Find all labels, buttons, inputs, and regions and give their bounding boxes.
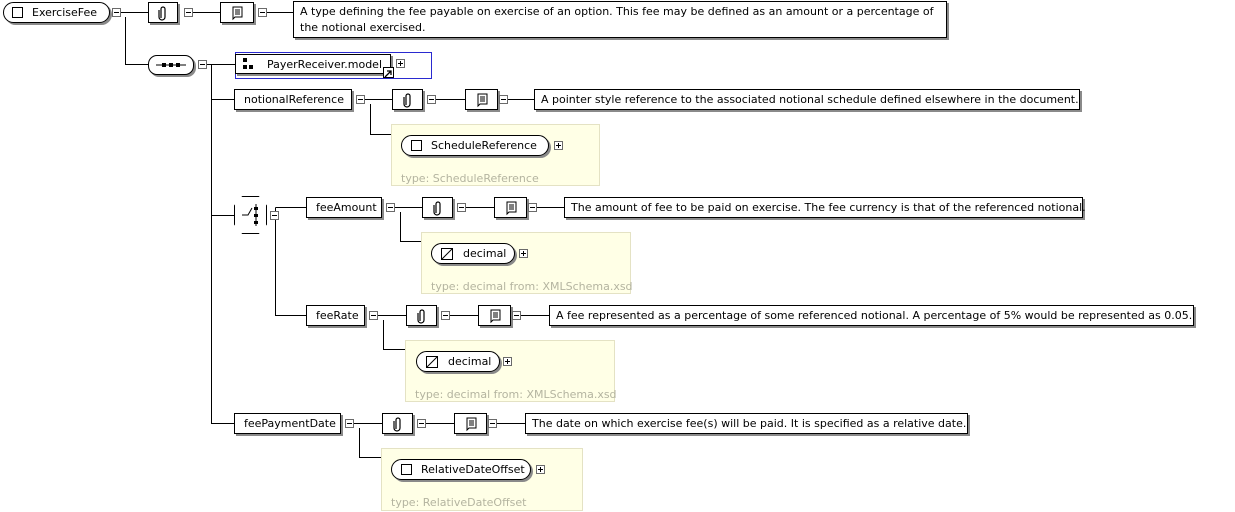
decimal-expand-toggle[interactable] — [503, 357, 512, 366]
reference-arrow-icon — [383, 67, 394, 78]
paperclip-icon — [432, 200, 441, 216]
type-name: ScheduleReference — [431, 139, 537, 152]
feepaymentdate-documentation-text: The date on which exercise fee(s) will b… — [525, 413, 968, 434]
decimal-expand-toggle[interactable] — [519, 249, 528, 258]
feeamount-documentation-text: The amount of fee to be paid on exercise… — [564, 197, 1086, 218]
feeamount-annotation-node[interactable] — [422, 197, 453, 218]
root-documentation-node[interactable] — [220, 2, 254, 23]
sequence-compositor[interactable] — [148, 55, 194, 75]
root-element-name: ExerciseFee — [32, 6, 98, 19]
feepaymentdate-annotation-toggle[interactable] — [417, 419, 426, 428]
type-label: type: RelativeDateOffset — [391, 496, 527, 509]
schedulereference-expand-toggle[interactable] — [554, 141, 563, 150]
type-schedulereference[interactable]: ScheduleReference — [401, 135, 549, 156]
type-name: decimal — [463, 247, 507, 260]
element-notionalreference[interactable]: notionalReference — [234, 89, 352, 110]
element-feeamount[interactable]: feeAmount — [306, 197, 382, 218]
feerate-documentation-text: A fee represented as a percentage of som… — [549, 305, 1194, 326]
root-annotation-node[interactable] — [148, 2, 178, 23]
paperclip-icon — [392, 416, 401, 432]
complex-type-icon — [401, 464, 412, 475]
feerate-toggle[interactable] — [369, 311, 378, 320]
feeamount-annotation-toggle[interactable] — [457, 203, 466, 212]
simple-type-icon — [426, 355, 438, 368]
type-name: decimal — [448, 355, 492, 368]
root-collapse-toggle[interactable] — [112, 8, 121, 17]
scroll-icon — [232, 6, 243, 20]
type-decimal[interactable]: decimal — [431, 243, 515, 264]
element-name: feePaymentDate — [244, 417, 336, 430]
notionalreference-annotation-toggle[interactable] — [427, 95, 436, 104]
type-decimal[interactable]: decimal — [416, 351, 500, 372]
feeamount-documentation-toggle[interactable] — [528, 203, 537, 212]
type-relativedateoffset[interactable]: RelativeDateOffset — [391, 459, 531, 480]
root-element-exercisefee[interactable]: ExerciseFee — [3, 2, 110, 23]
element-feerate[interactable]: feeRate — [306, 305, 365, 326]
root-documentation-text: A type defining the fee payable on exerc… — [293, 1, 947, 38]
root-annotation-toggle[interactable] — [184, 8, 193, 17]
element-feepaymentdate[interactable]: feePaymentDate — [234, 413, 341, 434]
root-documentation-toggle[interactable] — [258, 8, 267, 17]
paperclip-icon — [158, 5, 166, 21]
scroll-icon — [490, 309, 500, 323]
feerate-documentation-node[interactable] — [478, 305, 511, 326]
scroll-icon — [477, 93, 487, 107]
relativedateoffset-expand-toggle[interactable] — [536, 465, 545, 474]
feeamount-toggle[interactable] — [386, 203, 395, 212]
notionalreference-annotation-node[interactable] — [392, 89, 423, 110]
sequence-toggle[interactable] — [198, 60, 207, 69]
type-name: RelativeDateOffset — [421, 463, 525, 476]
feepaymentdate-toggle[interactable] — [345, 419, 354, 428]
paperclip-icon — [416, 308, 425, 324]
sequence-icon — [156, 63, 186, 67]
scroll-icon — [506, 201, 516, 215]
element-name: feeRate — [316, 309, 359, 322]
type-label: type: decimal from: XMLSchema.xsd — [415, 388, 617, 401]
notionalreference-documentation-toggle[interactable] — [499, 95, 508, 104]
group-ref-payerreceiver[interactable]: PayerReceiver.model — [235, 54, 391, 74]
type-label: type: ScheduleReference — [401, 172, 539, 185]
feerate-annotation-node[interactable] — [406, 305, 437, 326]
choice-icon — [241, 204, 258, 226]
element-name: feeAmount — [316, 201, 377, 214]
feerate-annotation-toggle[interactable] — [441, 311, 450, 320]
feepaymentdate-documentation-toggle[interactable] — [488, 419, 497, 428]
paperclip-icon — [402, 92, 411, 108]
feepaymentdate-annotation-node[interactable] — [382, 413, 413, 434]
feerate-documentation-toggle[interactable] — [512, 311, 521, 320]
choice-compositor[interactable] — [234, 196, 267, 234]
complex-type-icon — [411, 140, 422, 151]
type-label: type: decimal from: XMLSchema.xsd — [431, 280, 633, 293]
complex-type-icon — [12, 7, 23, 18]
notionalreference-documentation-text: A pointer style reference to the associa… — [534, 89, 1080, 110]
group-icon — [243, 58, 253, 69]
simple-type-icon — [441, 247, 453, 260]
notionalreference-toggle[interactable] — [356, 95, 365, 104]
element-name: notionalReference — [244, 93, 344, 106]
feepaymentdate-documentation-node[interactable] — [454, 413, 487, 434]
feeamount-documentation-node[interactable] — [494, 197, 527, 218]
group-ref-expand-toggle[interactable] — [396, 59, 405, 68]
feeamount-type-box: type: decimal from: XMLSchema.xsd — [421, 232, 633, 294]
choice-toggle[interactable] — [270, 211, 279, 220]
notionalreference-documentation-node[interactable] — [465, 89, 498, 110]
group-ref-name: PayerReceiver.model — [267, 57, 383, 71]
scroll-icon — [466, 417, 476, 431]
